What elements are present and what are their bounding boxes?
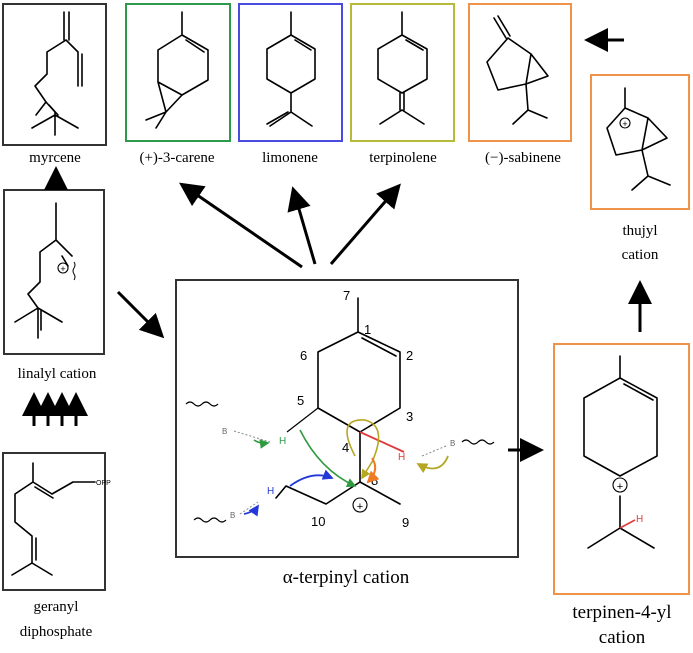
alpha-terpinyl-box xyxy=(175,279,519,558)
thujyl-box xyxy=(590,74,690,210)
label-limonene: limonene xyxy=(262,150,318,166)
linalyl-structure: + xyxy=(3,189,105,355)
atom-3: 3 xyxy=(406,409,413,424)
terpinolene-box xyxy=(350,3,455,142)
label-thujyl-line2: cation xyxy=(622,247,659,263)
limonene-structure xyxy=(238,3,343,142)
carene-structure xyxy=(125,3,231,142)
carbocation-plus: + xyxy=(357,501,363,513)
h-red: H xyxy=(398,452,405,463)
linalyl-plus: + xyxy=(60,264,65,274)
blue-hydride-arrow xyxy=(289,469,334,487)
olive-base-arrow xyxy=(416,455,449,474)
label-myrcene: myrcene xyxy=(29,150,81,166)
atom-9: 9 xyxy=(402,515,409,530)
arrow-to-limonene xyxy=(287,186,317,265)
label-terpinen4yl-line1: terpinen-4-yl xyxy=(572,602,671,623)
h-blue: H xyxy=(267,486,274,497)
geranyl-box xyxy=(2,452,106,591)
terpinen4yl-h: H xyxy=(636,514,643,525)
label-geranyl-line2: diphosphate xyxy=(20,624,93,640)
base-blue: B xyxy=(230,511,235,520)
arrow-linalyl-to-terpinyl xyxy=(116,290,165,339)
myrcene-structure xyxy=(2,3,107,146)
linalyl-box xyxy=(3,189,105,355)
atom-5: 5 xyxy=(297,393,304,408)
terpinen4yl-plus: + xyxy=(617,481,623,493)
atom-7: 7 xyxy=(343,288,350,303)
blue-base-arrow xyxy=(243,504,259,517)
terpinolene-structure xyxy=(350,3,455,142)
base-green: B xyxy=(222,427,227,436)
sabinene-structure xyxy=(468,3,572,142)
reaction-arrows xyxy=(22,28,652,462)
label-linalyl: linalyl cation xyxy=(18,366,97,382)
label-sabinene: (−)-sabinene xyxy=(485,150,561,166)
carene-box xyxy=(125,3,231,142)
label-thujyl-line1: thujyl xyxy=(622,223,657,239)
base-olive: B xyxy=(450,439,455,448)
olive-shift-arrow xyxy=(346,419,380,480)
green-hydride-arrow xyxy=(299,429,357,488)
label-terpinen4yl-line2: cation xyxy=(599,627,646,648)
label-alpha-terpinyl: α-terpinyl cation xyxy=(283,567,410,588)
geranyl-structure: OPP xyxy=(2,452,111,591)
opp-label: OPP xyxy=(96,480,111,487)
label-geranyl-line1: geranyl xyxy=(34,599,79,615)
atom-6: 6 xyxy=(300,348,307,363)
terpinen4yl-structure: + H xyxy=(553,343,690,595)
atom-2: 2 xyxy=(406,348,413,363)
limonene-box xyxy=(238,3,343,142)
atom-4: 4 xyxy=(342,440,349,455)
label-terpinolene: terpinolene xyxy=(369,150,437,166)
thujyl-plus: + xyxy=(622,119,627,129)
label-carene: (+)-3-carene xyxy=(139,150,214,166)
terpinen4yl-box xyxy=(553,343,690,595)
green-base-arrow xyxy=(253,439,270,449)
atom-1: 1 xyxy=(364,322,371,337)
h-green: H xyxy=(279,436,286,447)
arrow-to-carene xyxy=(179,182,303,269)
myrcene-box xyxy=(2,3,107,146)
sabinene-box xyxy=(468,3,572,142)
thujyl-structure: + xyxy=(590,74,690,210)
atom-10: 10 xyxy=(311,514,325,529)
orange-shift-arrow xyxy=(366,457,380,484)
alpha-terpinyl-structure: + 7 1 2 3 4 5 6 8 9 10 H H H B B B xyxy=(185,288,495,530)
arrow-to-terpinolene xyxy=(329,183,401,265)
